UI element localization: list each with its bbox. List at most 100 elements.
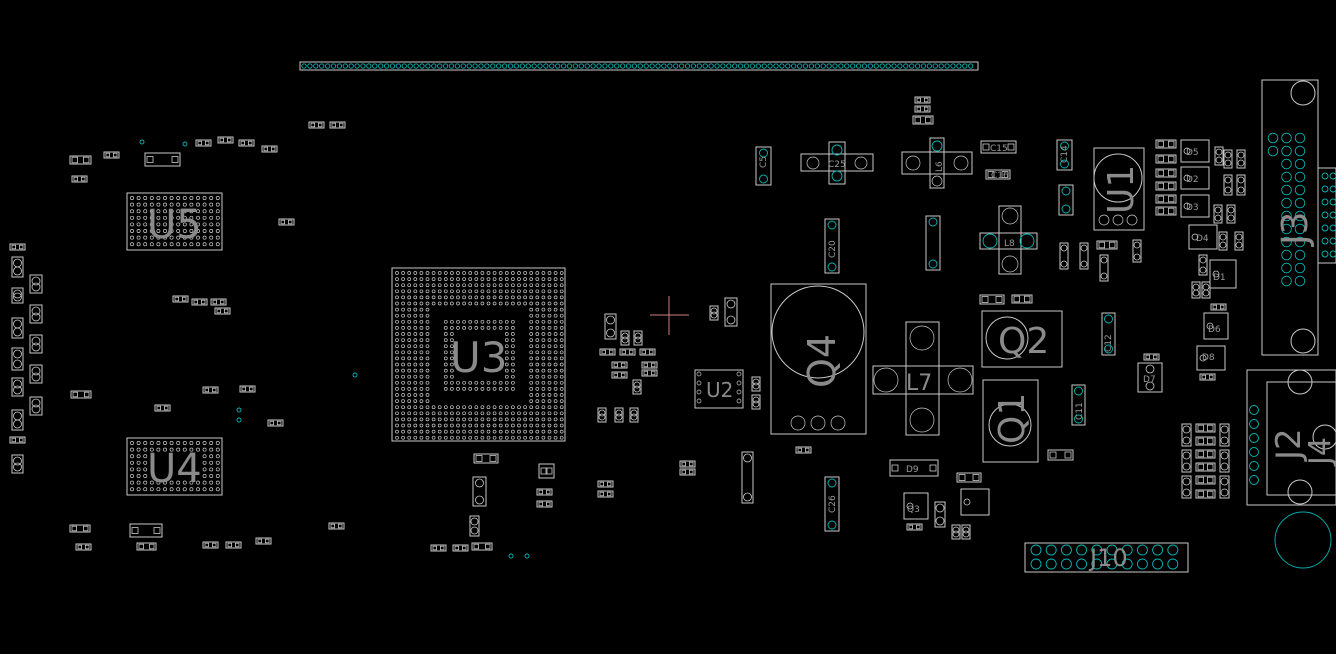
component-l7[interactable]: L7 — [872, 321, 974, 436]
smd-part — [914, 96, 931, 104]
smd-pad — [13, 258, 22, 268]
header-pin — [968, 63, 974, 69]
component-l8[interactable] — [979, 205, 1038, 275]
smd-pad — [1220, 488, 1229, 497]
pin — [523, 289, 527, 294]
pin — [443, 362, 448, 367]
pin — [553, 283, 558, 288]
pin — [1167, 558, 1179, 570]
pin — [1294, 145, 1306, 157]
component-u1[interactable]: U1 — [1093, 147, 1145, 231]
pin — [395, 435, 399, 440]
connector-j3[interactable]: J3 — [1261, 79, 1319, 356]
pin — [1294, 262, 1306, 274]
smd-pad — [310, 122, 315, 128]
smd-components[interactable] — [9, 96, 1227, 552]
pin — [486, 295, 491, 300]
pin — [529, 393, 534, 397]
pin — [395, 405, 399, 410]
pin — [202, 242, 207, 247]
component-u2[interactable]: U2 — [694, 369, 744, 409]
smd-components-vertical[interactable] — [11, 139, 1246, 540]
pin — [407, 344, 412, 349]
header-pin — [879, 63, 885, 69]
pin — [143, 474, 148, 478]
pin — [149, 209, 154, 214]
header-pin — [673, 63, 679, 69]
smd-pad — [805, 447, 810, 453]
pin — [136, 480, 141, 485]
pin — [419, 368, 424, 373]
pin — [1152, 544, 1164, 556]
smd-pad — [743, 453, 752, 463]
smd-pad — [752, 378, 760, 386]
pin — [413, 313, 418, 318]
connector-j2[interactable]: J2 J4 — [1246, 369, 1336, 506]
pin — [401, 356, 405, 361]
label-d7: D7 — [1143, 375, 1156, 385]
smd-pad — [599, 481, 604, 487]
pin — [541, 362, 546, 367]
smd-part — [980, 140, 1017, 154]
smd-pad — [13, 319, 22, 329]
smd-part — [225, 541, 242, 549]
smd-pad — [204, 542, 209, 548]
pin — [529, 362, 534, 367]
component-c25[interactable]: C25 — [800, 141, 874, 185]
pin — [1121, 558, 1133, 570]
smd-pad — [1224, 186, 1232, 194]
component-box — [1188, 224, 1218, 250]
pin — [443, 405, 448, 410]
pin — [407, 332, 412, 336]
pin — [462, 411, 466, 416]
pin — [553, 393, 558, 397]
pin — [431, 429, 436, 434]
smd-pad — [1157, 169, 1164, 177]
component-u5[interactable]: U5 — [126, 192, 223, 251]
smd-part — [308, 121, 325, 129]
header-pin — [413, 63, 419, 69]
top-header-connector[interactable] — [299, 61, 979, 71]
pin — [143, 460, 148, 465]
smd-pad — [1224, 151, 1232, 159]
pin — [401, 411, 405, 416]
smd-part — [195, 139, 212, 147]
connector-j10[interactable]: J10 — [1024, 542, 1189, 573]
pin — [407, 374, 412, 379]
header-pin — [619, 63, 626, 69]
component-q2[interactable]: Q2 — [981, 310, 1063, 368]
pin — [559, 393, 564, 397]
smd-pad — [13, 289, 22, 299]
pin — [395, 393, 399, 397]
pin — [182, 242, 187, 247]
header-pin — [773, 63, 779, 69]
smd-pad — [995, 296, 1003, 303]
smd-part — [914, 105, 931, 113]
smd-pad — [1001, 171, 1009, 178]
smd-pad — [470, 526, 479, 535]
smd-part — [906, 523, 923, 531]
pin — [401, 399, 405, 403]
pin — [492, 289, 497, 294]
component-l6[interactable] — [901, 137, 973, 189]
header-pin — [378, 63, 384, 69]
smd-part — [620, 330, 630, 346]
smd-pad — [1199, 266, 1207, 274]
smd-pad — [606, 315, 615, 325]
component-q4[interactable]: Q4 — [770, 283, 867, 435]
label-c20: C20 — [828, 240, 838, 258]
pin — [395, 295, 399, 300]
smd-part — [469, 515, 480, 537]
smd-pad — [906, 502, 914, 510]
component-u4[interactable]: U4 — [126, 437, 223, 496]
smd-part — [604, 313, 617, 340]
label-j2: J2 — [1269, 428, 1309, 462]
pin — [468, 283, 473, 288]
pin — [450, 301, 454, 306]
component-u3[interactable]: U3 — [391, 267, 566, 442]
smd-pad — [633, 385, 641, 393]
pin — [407, 411, 412, 416]
pin — [425, 368, 430, 373]
component-q1[interactable]: Q1 — [982, 379, 1039, 463]
